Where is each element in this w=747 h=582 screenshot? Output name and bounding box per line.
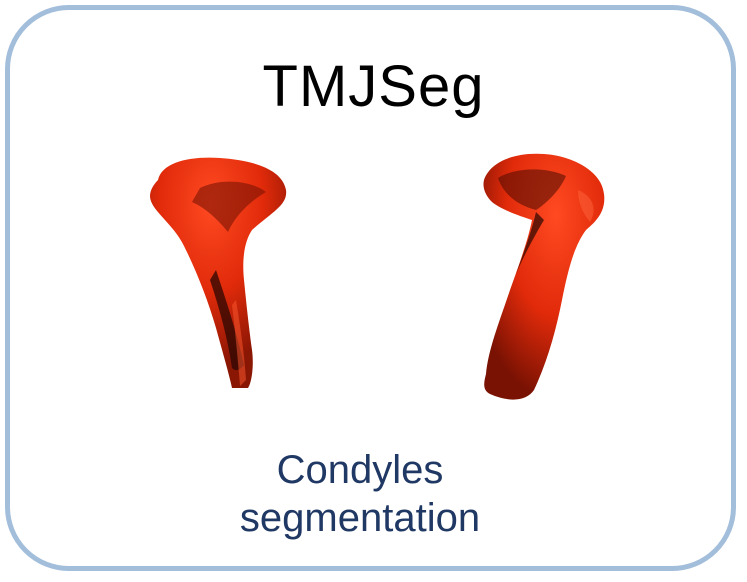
left-condyle-image bbox=[150, 157, 287, 388]
caption-line-2: segmentation bbox=[239, 496, 481, 540]
card-frame bbox=[5, 5, 736, 571]
caption-line-1: Condyles bbox=[276, 448, 444, 492]
right-condyle-image bbox=[483, 153, 605, 400]
caption: Condyles segmentation bbox=[190, 446, 530, 542]
page-title: TMJSeg bbox=[262, 54, 485, 119]
